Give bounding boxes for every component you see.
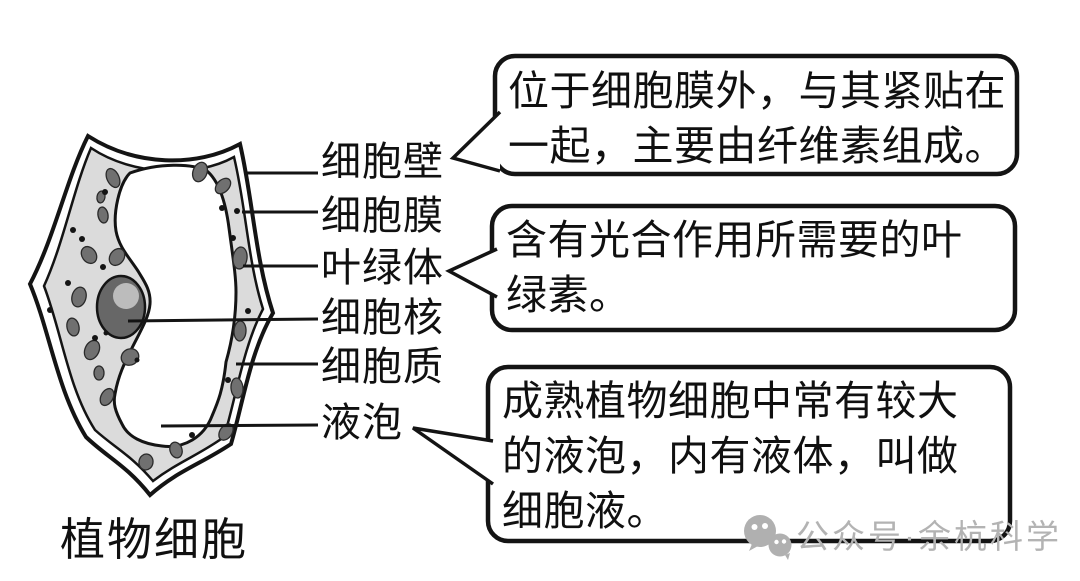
granule-dot: [103, 330, 109, 336]
chloroplast: [93, 365, 105, 381]
chloroplast: [99, 387, 115, 407]
granule-dot: [189, 432, 195, 438]
chloroplast: [191, 161, 209, 183]
watermark-text: 公众号·余杭科学: [796, 518, 1062, 555]
label-line-nucleus: [127, 317, 319, 323]
granule-dot: [234, 208, 240, 214]
granule-dot: [47, 307, 53, 313]
granule-dot: [92, 335, 98, 341]
chloroplast: [230, 377, 244, 399]
granule-dot: [230, 235, 236, 241]
callout-bubbles: [411, 53, 1020, 544]
callout-line: 成熟植物细胞中常有较大: [502, 378, 959, 424]
granule-dot: [100, 264, 106, 270]
label-cell-membrane: 细胞膜: [321, 193, 444, 238]
nucleolus-shape: [113, 283, 139, 309]
label-nucleus: 细胞核: [321, 295, 444, 340]
granule-dot: [219, 205, 225, 211]
cytoplasm-granules: [47, 189, 251, 438]
chloroplast: [232, 246, 248, 270]
label-cell-wall: 细胞壁: [321, 139, 444, 184]
granule-dot: [102, 189, 108, 195]
callout-line: 绿素。: [506, 272, 631, 318]
chloroplast: [71, 286, 87, 308]
cell-wall-shape: [27, 133, 276, 498]
chloroplast: [105, 167, 121, 189]
granule-dot: [245, 308, 251, 314]
callout-line: 一起，主要由纤维素组成。: [508, 123, 1006, 169]
callout-tail-vacuole: [411, 426, 495, 486]
chloroplast: [66, 317, 80, 337]
callout-tail-cell-wall: [449, 110, 502, 173]
callout-line: 含有光合作用所需要的叶: [506, 217, 963, 263]
granule-dot: [70, 227, 76, 233]
label-vacuole: 液泡: [321, 400, 403, 445]
granule-dot: [65, 280, 71, 286]
callout-line: 的液泡，内有液体，叫做: [502, 433, 959, 479]
chloroplast: [233, 320, 247, 342]
chloroplasts: [66, 161, 248, 471]
figure-title: 植物细胞: [60, 515, 249, 565]
chloroplast: [120, 348, 140, 366]
callout-line: 细胞液。: [502, 488, 668, 534]
chloroplast: [108, 247, 126, 267]
callout-line: 位于细胞膜外，与其紧贴在: [508, 68, 1006, 114]
vacuole-shape: [112, 163, 238, 448]
chloroplast: [214, 177, 232, 195]
label-chloroplast: 叶绿体: [321, 245, 444, 290]
label-lines: [127, 171, 319, 428]
chloroplast: [97, 206, 109, 224]
callout-tail-chloroplast: [445, 247, 498, 299]
watermark: 公众号·余杭科学: [738, 512, 1080, 562]
chloroplast: [83, 339, 101, 361]
label-cytoplasm: 细胞质: [321, 344, 444, 389]
callout-text-cell-wall: 位于细胞膜外，与其紧贴在 一起，主要由纤维素组成。: [508, 64, 1006, 174]
chloroplast: [80, 245, 98, 265]
callout-text-chloroplast: 含有光合作用所需要的叶 绿素。: [506, 213, 963, 323]
granule-dot: [79, 236, 85, 242]
wechat-icon: [744, 515, 792, 560]
granule-dot: [134, 357, 140, 363]
chloroplast: [169, 441, 183, 459]
plant-cell-figure: [27, 133, 276, 498]
chloroplast: [138, 453, 154, 471]
label-line-vacuole: [160, 423, 319, 428]
callout-text-vacuole: 成熟植物细胞中常有较大 的液泡，内有液体，叫做 细胞液。: [502, 374, 959, 539]
granule-dot: [225, 377, 231, 383]
